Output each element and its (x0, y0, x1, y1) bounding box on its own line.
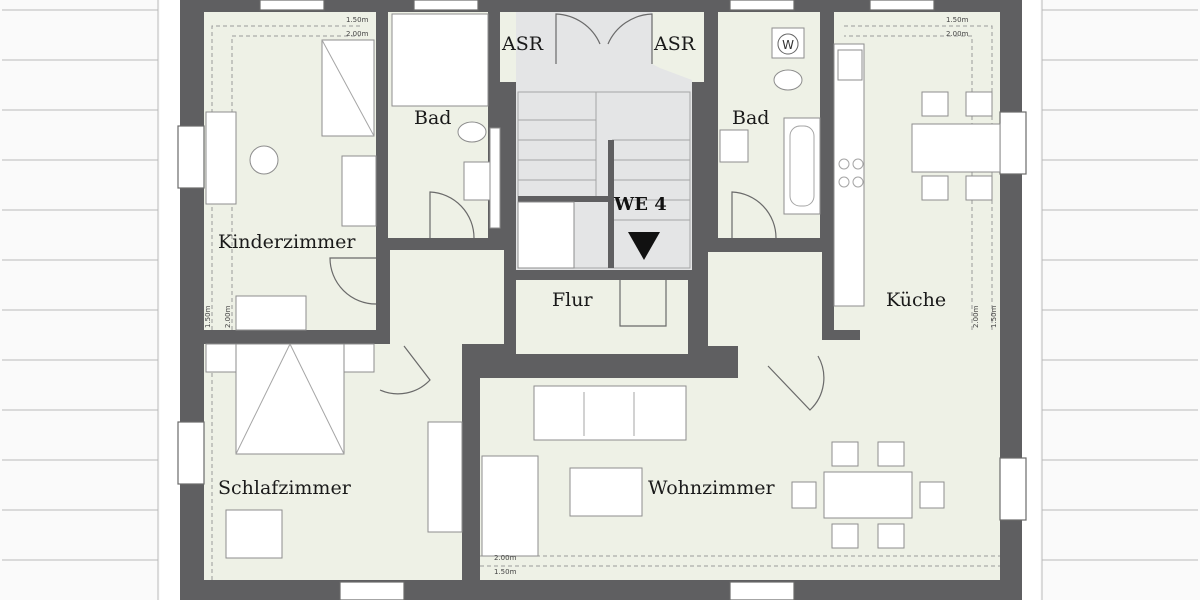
label-bad-left: Bad (414, 107, 451, 129)
roof-slope-left (0, 0, 160, 600)
doors (329, 13, 825, 411)
label-bad-right: Bad (732, 107, 769, 129)
kueche-fixtures (833, 43, 1001, 307)
floor-flur (516, 280, 688, 354)
dim-kueche-200: 2.00m (946, 30, 969, 38)
dim-kinder-150: 1.50m (346, 16, 369, 24)
label-asr-left: ASR (501, 33, 544, 55)
exterior-windows (177, 0, 1027, 600)
entrance-arrow-icon (628, 232, 660, 260)
label-kueche: Küche (886, 289, 946, 311)
wohnzimmer-furniture (481, 385, 945, 557)
dim-kueche-150: 1.50m (946, 16, 969, 24)
washer-icon: W (777, 33, 799, 55)
schlafzimmer-furniture (205, 343, 463, 559)
dim-kueche-side-150: 1.50m (990, 305, 998, 328)
label-schlafzimmer: Schlafzimmer (218, 477, 352, 499)
label-wohnzimmer: Wohnzimmer (648, 477, 776, 499)
dim-wohn-200: 2.00m (494, 554, 517, 562)
dim-kinder-side-150: 1.50m (204, 305, 212, 328)
label-asr-right: ASR (653, 33, 696, 55)
dim-wohn-150: 1.50m (494, 568, 517, 576)
floor-wohnzimmer-extension (738, 340, 1000, 380)
dim-kinder-200: 2.00m (346, 30, 369, 38)
label-flur: Flur (552, 289, 593, 311)
floor-kueche-connector (860, 330, 1000, 342)
label-unit: WE 4 (613, 194, 667, 215)
floor-hall-right (708, 252, 822, 346)
kinderzimmer-furniture (205, 39, 377, 331)
stairs (517, 91, 691, 269)
dim-kueche-side-200: 2.00m (972, 305, 980, 328)
washer-symbol-label: W (782, 38, 794, 52)
dim-kinder-side-200: 2.00m (224, 305, 232, 328)
roof-height-lines (211, 25, 1000, 580)
roof-slope-right (1040, 0, 1200, 600)
bad-left-fixtures (391, 13, 501, 229)
floor-hall-left (390, 250, 504, 344)
label-kinderzimmer: Kinderzimmer (218, 231, 356, 253)
